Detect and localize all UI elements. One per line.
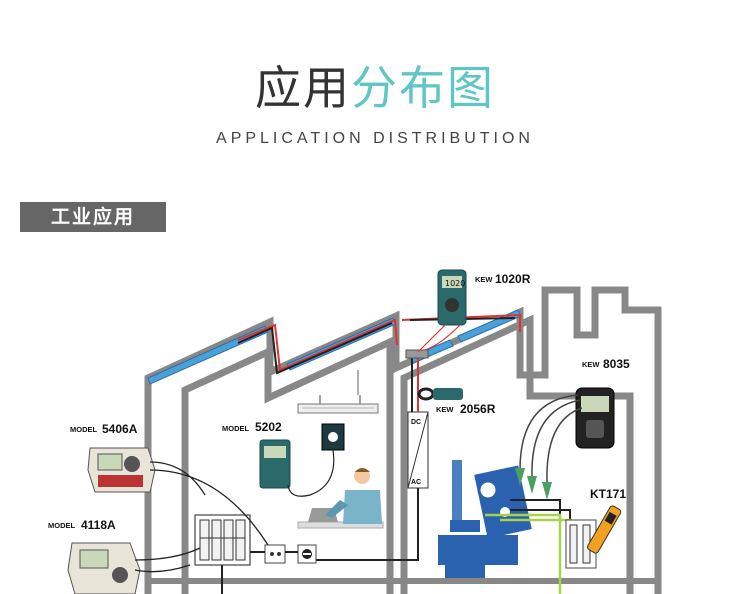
kew-8035-leads xyxy=(519,394,583,485)
page-title-part-2: 分布图 xyxy=(351,61,495,115)
inverter-box: DC AC xyxy=(407,411,429,489)
page-title-part-1: 应用 xyxy=(255,61,351,115)
ground-wire xyxy=(485,513,572,594)
model-5406a-prefix: MODEL xyxy=(70,425,98,434)
ac-label: AC xyxy=(411,479,421,486)
kew-2056r-clamp xyxy=(417,387,463,401)
kew-8035-model: 8035 xyxy=(603,357,630,371)
kew-8035-prefix: KEW xyxy=(582,360,600,369)
kew-8035-meter xyxy=(575,387,615,449)
page-title: 应用分布图 xyxy=(0,58,750,118)
wall-socket xyxy=(264,544,286,564)
model-5406a-meter xyxy=(87,447,156,493)
page-subtitle: APPLICATION DISTRIBUTION xyxy=(216,130,534,147)
model-5202-prefix: MODEL xyxy=(222,424,250,433)
application-diagram: DC AC xyxy=(48,269,662,594)
kew-1020r-prefix: KEW xyxy=(475,275,493,284)
floor xyxy=(150,578,655,584)
model-4118a-prefix: MODEL xyxy=(48,521,76,530)
kew-1020r-meter: 1020 xyxy=(437,269,467,326)
ceiling-lamp xyxy=(297,395,379,414)
building-outline xyxy=(144,286,662,594)
dc-label: DC xyxy=(411,419,421,426)
machine-wiring xyxy=(510,499,571,520)
panel-wiring xyxy=(221,551,298,594)
kew-2056r-prefix: KEW xyxy=(436,405,454,414)
clamp-junction xyxy=(405,349,429,359)
distribution-panel xyxy=(194,514,251,566)
model-5202-meter xyxy=(259,439,291,489)
model-4118a-meter xyxy=(67,542,141,594)
kew-1020r-leads xyxy=(417,324,461,353)
model-4118a-leads xyxy=(134,547,201,573)
model-5406a-model: 5406A xyxy=(102,422,138,436)
inverter-wiring xyxy=(300,358,419,561)
model-5202-model: 5202 xyxy=(255,420,282,434)
kew-2056r-model: 2056R xyxy=(460,402,496,416)
kt171-model: KT171 xyxy=(590,487,626,501)
model-5406a-leads xyxy=(149,461,269,546)
kew-1020r-display: 1020 xyxy=(445,279,465,288)
model-4118a-model: 4118A xyxy=(81,518,116,532)
office-worker xyxy=(297,468,384,529)
kew-8035-clips xyxy=(515,468,552,500)
kt171-tester xyxy=(587,505,622,554)
wall-switch xyxy=(297,544,317,564)
kew-1020r-model: 1020R xyxy=(495,272,531,286)
section-tab-industrial: 工业应用 xyxy=(20,202,166,232)
model-5202-cable xyxy=(287,449,335,497)
light-sensor xyxy=(321,423,345,451)
